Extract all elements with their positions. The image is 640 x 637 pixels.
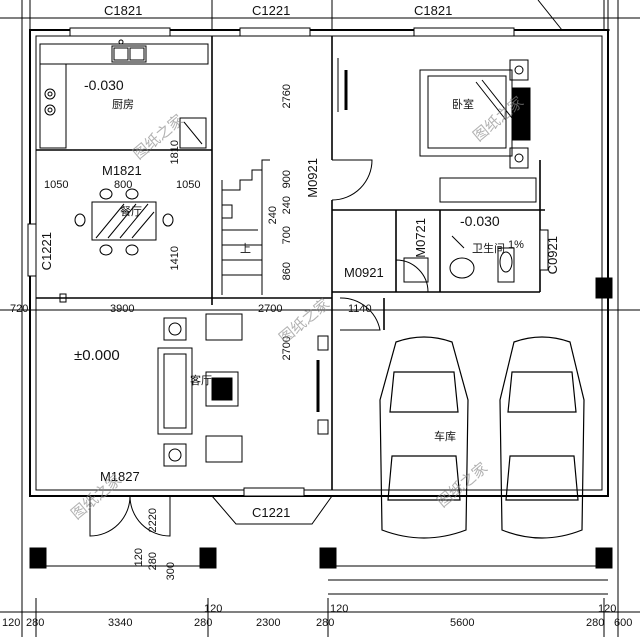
dim-b120-d: 120 [598, 603, 617, 615]
bath-label: 卫生间 [472, 243, 505, 255]
dim-b120-b: 120 [204, 603, 223, 615]
dim-b280-b: 280 [194, 617, 213, 629]
bedroom-furniture [337, 58, 537, 203]
window-c1221-left: C1221 [39, 232, 54, 271]
dim-b120-a: 120 [2, 617, 21, 629]
living-level: ±0.000 [74, 347, 120, 364]
kitchen-label: 厨房 [112, 99, 134, 111]
kitchen-counter [39, 39, 209, 149]
stair-up-label: 上 [240, 243, 251, 255]
dim-1050-right: 1050 [176, 179, 201, 191]
dim-b2300: 2300 [256, 617, 281, 629]
kitchen-level: -0.030 [84, 77, 124, 93]
dim-800: 800 [114, 179, 133, 191]
dim-240-b: 240 [281, 196, 293, 215]
dim-2700: 2700 [258, 303, 283, 315]
dim-b280-d: 280 [586, 617, 605, 629]
living-furniture [157, 313, 329, 467]
porch [29, 277, 613, 595]
dim-1810: 1810 [169, 140, 181, 165]
dim-720: 720 [10, 303, 29, 315]
dim-700: 700 [281, 226, 293, 245]
dim-280-v: 280 [147, 552, 159, 571]
dim-1410: 1410 [169, 246, 181, 271]
doors [59, 159, 429, 537]
dim-860: 860 [281, 262, 293, 281]
bath-fixtures [403, 235, 515, 283]
dim-b600: 600 [614, 617, 633, 629]
stair [221, 159, 270, 295]
window-c1221-bottom: C1221 [252, 505, 291, 520]
dim-120-v: 120 [133, 548, 145, 567]
window-marks [27, 27, 549, 497]
dim-3900: 3900 [110, 303, 135, 315]
dim-900: 900 [281, 170, 293, 189]
dim-b280-a: 280 [26, 617, 45, 629]
dim-b120-c: 120 [330, 603, 349, 615]
door-m0921-stair: M0921 [305, 158, 320, 198]
dim-1050-left: 1050 [44, 179, 69, 191]
window-c0921-right: C0921 [545, 236, 560, 275]
living-label: 客厅 [190, 375, 212, 387]
garage-label: 车库 [434, 431, 456, 443]
bath-slope: 1% [508, 239, 524, 251]
door-m0721: M0721 [413, 218, 428, 258]
window-c1821-top-left: C1821 [104, 3, 143, 18]
door-m0921-corridor: M0921 [344, 265, 384, 280]
dim-240-a: 240 [267, 206, 279, 225]
dim-b3340: 3340 [108, 617, 133, 629]
door-m1827: M1827 [100, 469, 140, 484]
interior-walls [36, 36, 545, 490]
window-c1221-top-mid: C1221 [252, 3, 291, 18]
dining-label: 餐厅 [120, 206, 142, 218]
dim-2220: 2220 [147, 508, 159, 533]
door-m1821: M1821 [102, 163, 142, 178]
garage-cars [379, 336, 585, 539]
bath-level: -0.030 [460, 213, 500, 229]
dim-2760: 2760 [281, 84, 293, 109]
dim-1140: 1140 [348, 303, 372, 315]
dining-table [74, 188, 174, 256]
dim-300: 300 [165, 562, 177, 581]
dim-b5600: 5600 [450, 617, 475, 629]
dim-b280-c: 280 [316, 617, 335, 629]
window-c1821-top-right: C1821 [414, 3, 453, 18]
bedroom-label: 卧室 [452, 99, 474, 111]
